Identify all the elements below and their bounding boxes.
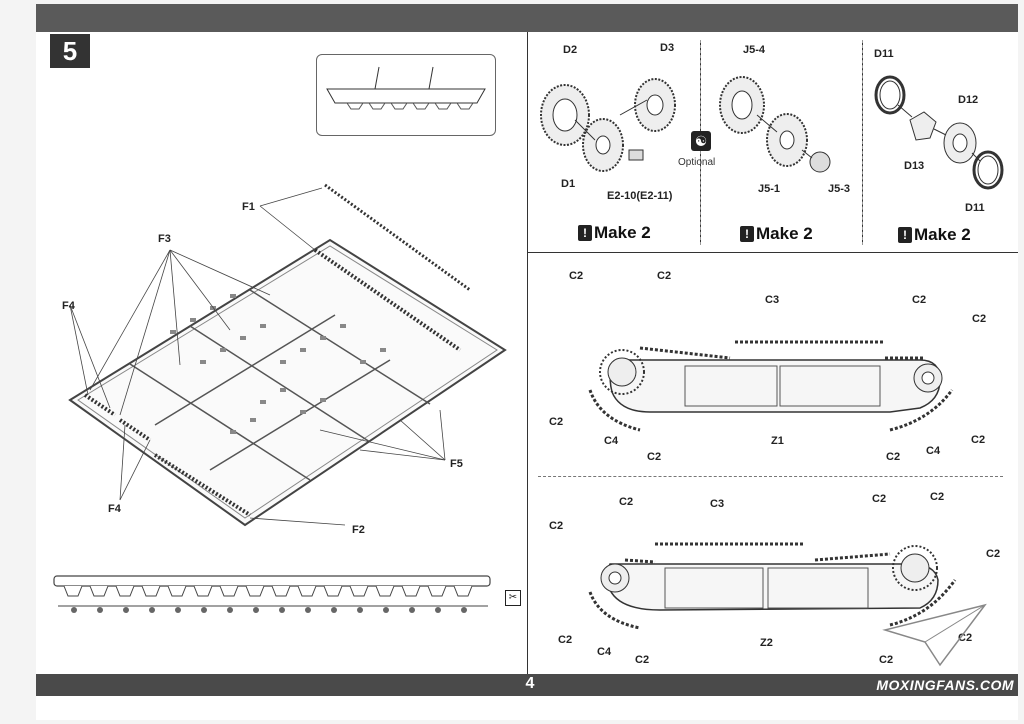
sprue-detail-inset	[316, 54, 496, 136]
label-c4: C4	[597, 646, 612, 658]
label-c3: C3	[710, 498, 725, 510]
label-c2-h: C2	[879, 654, 894, 666]
label-c2-d: C2	[972, 313, 987, 325]
label-c3: C3	[765, 294, 780, 306]
label-c2-a: C2	[569, 270, 584, 282]
label-c4-a: C4	[604, 435, 619, 447]
sprue-frame-drawing	[68, 183, 507, 527]
label-z1: Z1	[771, 435, 784, 447]
part-label-f4-top: F4	[62, 300, 75, 312]
label-c2-e: C2	[986, 548, 1001, 560]
part-label-f5: F5	[450, 458, 463, 470]
part-label-d1: D1	[561, 178, 576, 190]
label-c2-c: C2	[930, 491, 945, 503]
part-label-d11-bottom: D11	[965, 202, 985, 214]
optional-label: Optional	[678, 157, 716, 168]
cut-icon: ✂	[505, 590, 521, 606]
alert-icon: !	[740, 226, 754, 242]
road-wheel-drawing	[874, 75, 1004, 190]
part-label-f1: F1	[242, 201, 255, 213]
track-assembly-2-drawing	[588, 542, 957, 630]
label-c2-c: C2	[912, 294, 927, 306]
label-c2-f: C2	[558, 634, 573, 646]
label-c2-f: C2	[647, 451, 662, 463]
page-number: 4	[525, 675, 535, 692]
make-count: Make 2	[594, 223, 651, 242]
part-label-d11-top: D11	[874, 48, 894, 60]
alert-icon: !	[898, 227, 912, 243]
label-c2-d: C2	[549, 520, 564, 532]
part-label-f2: F2	[352, 524, 365, 536]
label-c2-a: C2	[619, 496, 634, 508]
part-label-d2: D2	[563, 44, 578, 56]
label-z2: Z2	[760, 637, 773, 649]
sub-divider-2	[862, 40, 863, 245]
label-c4-b: C4	[926, 445, 941, 457]
brand-watermark: MOXINGFANS.COM	[876, 677, 1014, 693]
alert-icon: !	[578, 225, 592, 241]
part-label-d13: D13	[904, 160, 925, 172]
part-label-j5-1: J5-1	[758, 183, 781, 195]
label-c2-e: C2	[549, 416, 564, 428]
label-c2-b: C2	[657, 270, 672, 282]
track-assembly-1-drawing	[588, 340, 954, 432]
part-label-j5-4: J5-4	[743, 44, 766, 56]
sprue-detail-drawing	[326, 66, 486, 110]
make-2-drive-wheel: !Make 2	[578, 223, 651, 243]
label-c2-g: C2	[635, 654, 650, 666]
make-count: Make 2	[756, 224, 813, 243]
top-bar	[36, 4, 1018, 32]
part-label-f4-bottom: F4	[108, 503, 121, 515]
make-2-road-wheel: !Make 2	[898, 225, 971, 245]
label-c2-g: C2	[886, 451, 901, 463]
label-c2-i: C2	[958, 632, 973, 644]
track-link-strip-drawing	[53, 575, 491, 613]
watermark-logo	[882, 603, 987, 667]
part-label-f3: F3	[158, 233, 171, 245]
track-divider	[538, 476, 1003, 477]
section-divider	[528, 252, 1018, 253]
make-2-idler-wheel: !Make 2	[740, 224, 813, 244]
make-count: Make 2	[914, 225, 971, 244]
column-divider	[527, 32, 528, 674]
label-c2-b: C2	[872, 493, 887, 505]
label-c2-h: C2	[971, 434, 986, 446]
bottom-bar	[36, 674, 1018, 696]
drive-wheel-drawing	[540, 78, 676, 172]
part-label-e2-10: E2-10(E2-11)	[607, 190, 673, 202]
part-label-j5-3: J5-3	[828, 183, 851, 195]
optional-icon: ☯	[691, 131, 711, 151]
part-label-d3: D3	[660, 42, 675, 54]
part-label-d12: D12	[958, 94, 979, 106]
step-number: 5	[50, 34, 90, 68]
idler-wheel-drawing	[719, 76, 831, 173]
